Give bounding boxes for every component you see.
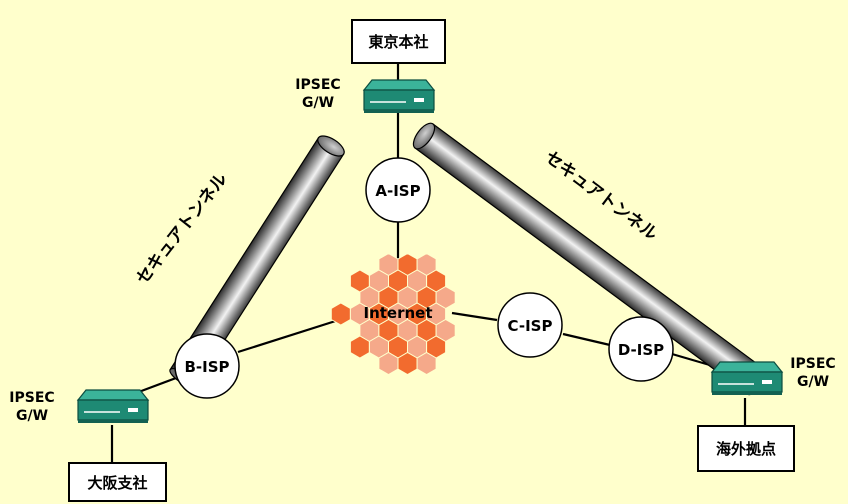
site-osaka-box[interactable]: 大阪支社 <box>68 462 167 502</box>
gateway-overseas-label: IPSEC G/W <box>783 355 843 391</box>
link-internet-c-isp <box>451 311 498 322</box>
secure-tunnel-right <box>412 122 768 396</box>
gateway-overseas-line1: IPSEC <box>790 356 836 372</box>
isp-b-label: B-ISP <box>184 358 229 376</box>
gateway-device-icon[interactable] <box>362 79 436 113</box>
gateway-device-icon[interactable] <box>76 389 150 423</box>
tunnel-left-label: セキュアトンネル <box>133 169 232 288</box>
internet-hex-cell <box>416 351 437 376</box>
connection-lines <box>110 64 747 462</box>
isp-d-node[interactable]: D-ISP <box>608 316 674 382</box>
internet-hex-cell <box>349 335 370 359</box>
gateway-osaka-label: IPSEC G/W <box>2 389 62 425</box>
link-b-isp-osaka-gateway <box>135 376 177 395</box>
gateway-tokyo-line2: G/W <box>301 95 335 111</box>
isp-c-node[interactable]: C-ISP <box>497 292 563 358</box>
internet-hex-cell <box>330 302 351 326</box>
isp-a-node[interactable]: A-ISP <box>365 157 431 223</box>
site-overseas-label: 海外拠点 <box>715 440 776 458</box>
link-internet-b-isp <box>237 316 346 354</box>
internet-hex-cell <box>397 351 418 376</box>
isp-a-label: A-ISP <box>375 182 420 200</box>
isp-d-label: D-ISP <box>618 341 664 359</box>
isp-b-node[interactable]: B-ISP <box>174 333 240 399</box>
gateway-overseas-line2: G/W <box>796 374 830 390</box>
gateway-osaka-line1: IPSEC <box>9 390 55 406</box>
site-tokyo-box[interactable]: 東京本社 <box>351 19 446 64</box>
gateway-tokyo-label: IPSEC G/W <box>288 76 348 112</box>
gateway-tokyo-line1: IPSEC <box>295 77 341 93</box>
gateway-device-icon[interactable] <box>710 361 784 395</box>
internet-label: Internet <box>363 304 432 322</box>
gateway-osaka-line2: G/W <box>15 408 49 424</box>
site-overseas-box[interactable]: 海外拠点 <box>697 425 795 472</box>
internet-cloud-hexagons <box>330 252 456 376</box>
site-tokyo-label: 東京本社 <box>368 33 429 51</box>
isp-c-label: C-ISP <box>508 317 553 335</box>
internet-hex-cell <box>378 351 399 376</box>
site-osaka-label: 大阪支社 <box>87 473 148 492</box>
link-c-isp-d-isp <box>562 332 611 347</box>
